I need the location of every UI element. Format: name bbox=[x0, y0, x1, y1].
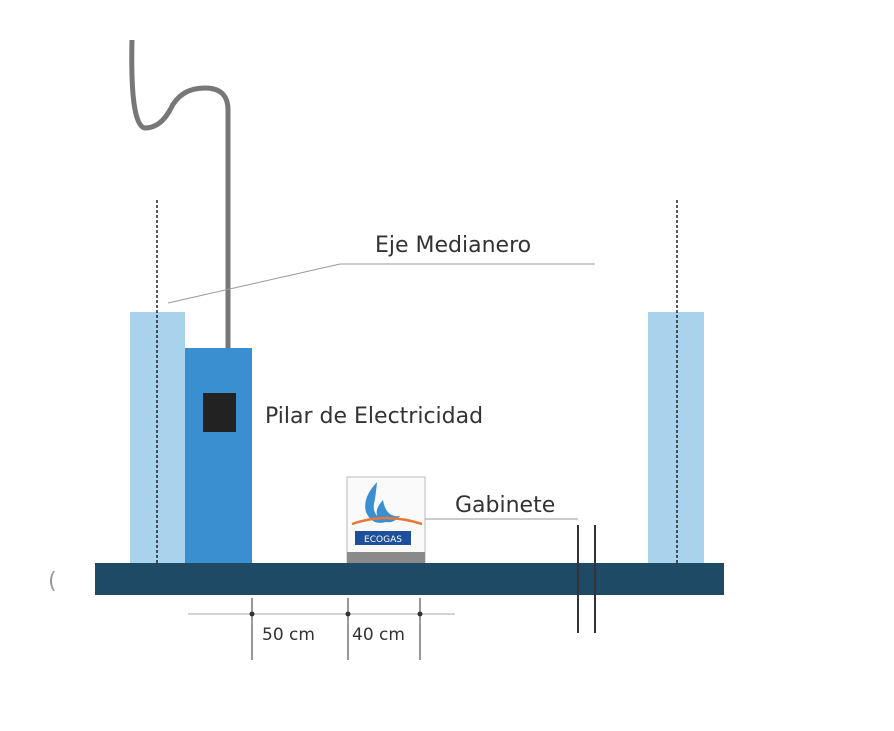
flame-logo-icon bbox=[365, 482, 400, 523]
label-pilar: Pilar de Electricidad bbox=[265, 404, 483, 429]
label-gabinete: Gabinete bbox=[455, 493, 555, 518]
ground-base bbox=[95, 563, 724, 595]
right-wall bbox=[648, 312, 704, 563]
gas-cabinet: ECOGAS bbox=[346, 476, 426, 564]
electric-mast-pipe bbox=[129, 39, 231, 348]
stray-mark: ( bbox=[48, 569, 57, 594]
label-eje-medianero: Eje Medianero bbox=[375, 233, 531, 258]
label-dim-40: 40 cm bbox=[352, 625, 405, 645]
electric-pillar bbox=[185, 348, 252, 563]
logo-text: ECOGAS bbox=[364, 535, 402, 545]
eje-leader bbox=[167, 263, 341, 304]
label-dim-50: 50 cm bbox=[262, 625, 315, 645]
meter-box bbox=[203, 393, 236, 432]
